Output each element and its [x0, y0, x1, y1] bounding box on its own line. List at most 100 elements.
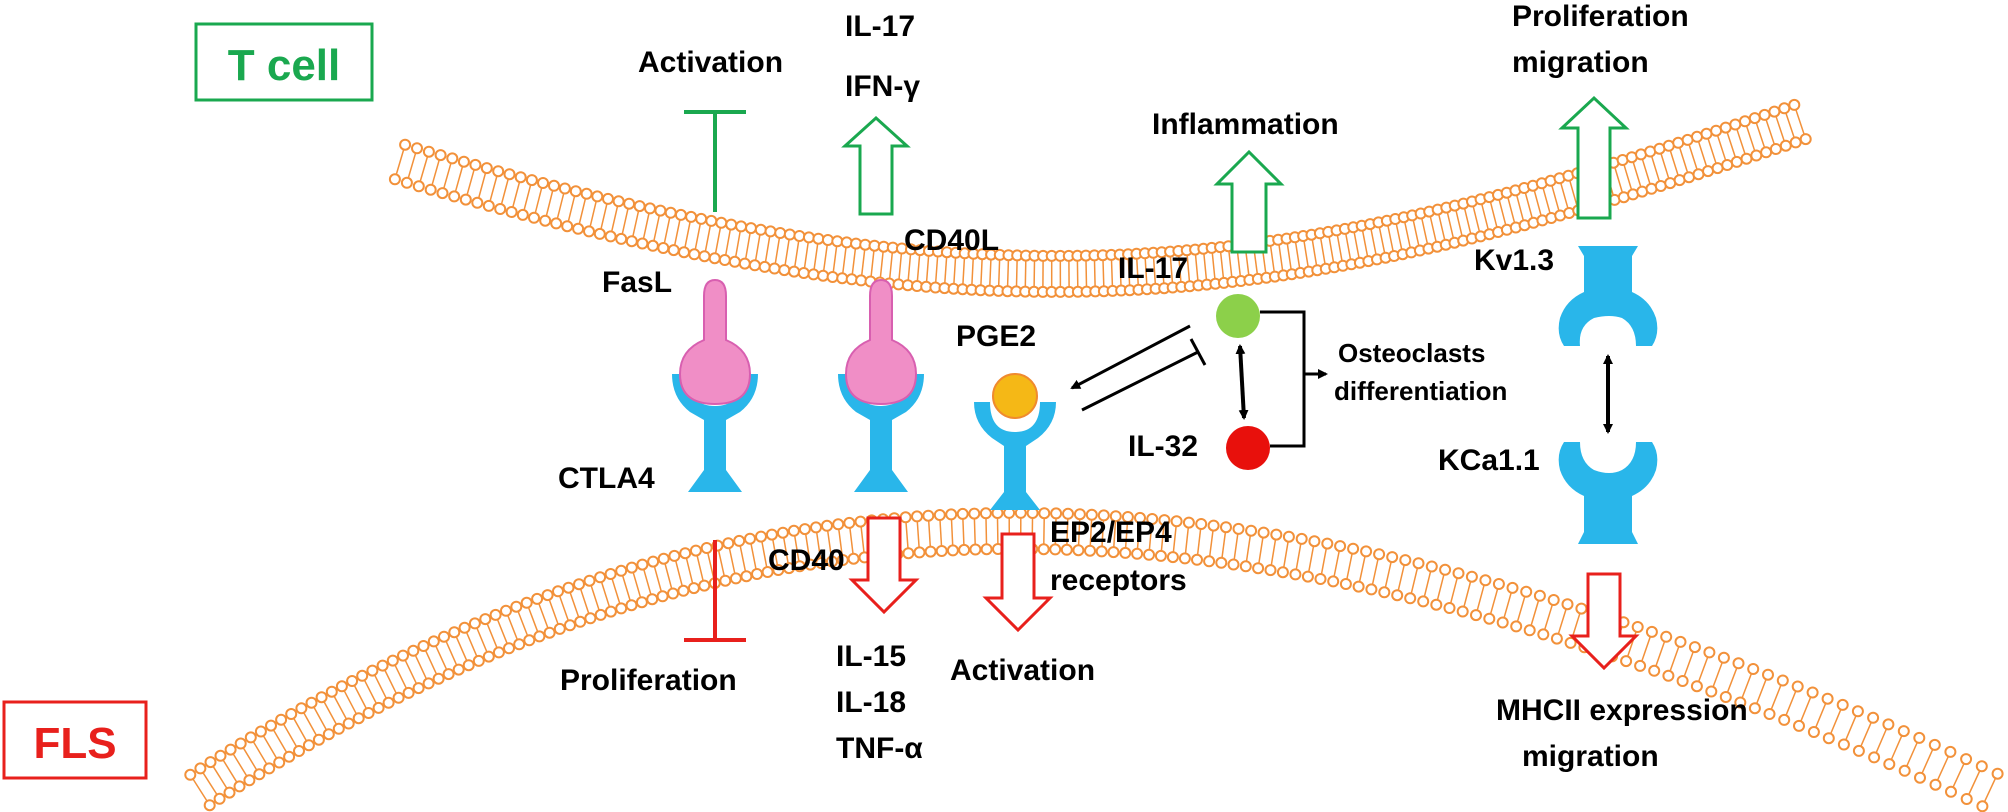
lipid-tail [242, 747, 258, 771]
lipid-tail [1815, 703, 1827, 728]
lipid-tail [1295, 543, 1302, 570]
lipid-tail [1756, 679, 1767, 704]
lipid-tail [1983, 777, 1997, 803]
lipid-head [580, 187, 593, 200]
lipid-head [1960, 793, 1973, 805]
lipid-tail [815, 532, 822, 559]
lipid-head [615, 602, 628, 615]
lipid-tail [1093, 260, 1096, 287]
lipid-head [636, 558, 649, 571]
lipid-tail [455, 636, 468, 661]
lipid-tail [1203, 253, 1208, 280]
lipid-tail [548, 599, 559, 625]
lipid-head [646, 593, 659, 606]
lipid-tail [545, 190, 554, 216]
lipid-tail [822, 244, 828, 271]
lipid-head [787, 524, 800, 537]
lipid-head [574, 615, 587, 628]
lipid-tail [989, 259, 992, 286]
lipid-head [312, 733, 325, 746]
lipid-head [745, 222, 757, 235]
lipid-head [285, 708, 298, 720]
lipid-tail [1697, 656, 1709, 682]
lipid-head [636, 237, 649, 250]
tcell-label: T cell [228, 41, 341, 90]
lipid-tail [1632, 161, 1642, 188]
lipid-tail [1569, 180, 1578, 206]
lipid-tail [1503, 592, 1512, 618]
lipid-head [397, 649, 409, 662]
lipid-head [1373, 548, 1386, 561]
cd40l-cd40-pair [838, 278, 924, 492]
lipid-tail [1186, 255, 1191, 282]
lipid-tail [465, 632, 478, 657]
osteoclast-label-2: differentiation [1334, 376, 1507, 406]
lipid-tail [714, 227, 722, 254]
lipid-head [533, 630, 546, 643]
tcell-inflammation-label: Inflammation [1152, 108, 1339, 141]
lipid-tail [1308, 545, 1315, 572]
lipid-tail [611, 578, 621, 604]
lipid-tail [1404, 221, 1411, 248]
lipid-tail [632, 572, 642, 598]
lipid-tail [860, 249, 866, 276]
lipid-head [1768, 105, 1781, 118]
lipid-tail [838, 529, 843, 556]
pge2-molecule [992, 373, 1038, 419]
lipid-tail [927, 520, 932, 547]
lipid-head [472, 654, 485, 667]
lipid-head [1913, 731, 1926, 744]
lipid-head [1944, 745, 1957, 758]
lipid-tail [1745, 125, 1756, 152]
lipid-head [315, 691, 328, 704]
lipid-head [1146, 513, 1159, 525]
lipid-tail [754, 234, 761, 261]
lipid-head [223, 786, 236, 799]
lipid-head [933, 509, 946, 521]
lipid-head [1232, 522, 1245, 535]
lipid-tail [431, 159, 440, 186]
lipid-tail [898, 253, 903, 280]
lipid-tail [1395, 223, 1403, 250]
lipid-tail [477, 172, 487, 199]
lipid-head [1837, 738, 1850, 751]
lipid-head [1799, 133, 1812, 146]
lipid-head [679, 547, 692, 560]
lipid-head [1991, 767, 2004, 780]
lipid-tail [1530, 600, 1540, 626]
lipid-tail [466, 169, 475, 196]
lipid-head [356, 669, 369, 682]
fls-proliferation-label: Proliferation [560, 664, 737, 697]
lipid-tail [1144, 258, 1148, 285]
tcell-box: T cell [194, 22, 374, 102]
lipid-head [738, 257, 751, 270]
lipid-tail [744, 232, 751, 259]
lipid-head [1073, 508, 1086, 521]
lipid-tail [1449, 577, 1458, 604]
lipid-head [400, 176, 413, 189]
lipid-tail [323, 701, 338, 725]
lipid-head [1700, 127, 1713, 140]
lipid-tail [1650, 156, 1661, 182]
lipid-tail [1066, 518, 1069, 545]
lipid-head [667, 244, 680, 257]
lipid-tail [685, 557, 694, 584]
lipid-tail [985, 518, 988, 545]
lipid-head [513, 638, 526, 651]
lipid-tail [1436, 574, 1445, 600]
lipid-head [1170, 515, 1183, 528]
lipid-head [322, 728, 335, 741]
lipid-head [705, 214, 718, 227]
tcell-ifng-label: IFN-γ [845, 70, 920, 103]
lipid-tail [569, 592, 580, 618]
ep-receptor [974, 402, 1056, 510]
lipid-head [899, 511, 912, 524]
lipid-head [1049, 543, 1062, 556]
lipid-head [604, 230, 617, 243]
lipid-tail [907, 254, 912, 281]
lipid-head [503, 642, 515, 655]
lipid-tail [849, 527, 854, 554]
lipid-head [1648, 664, 1661, 677]
lipid-tail [1211, 252, 1216, 279]
lipid-tail [303, 712, 318, 736]
